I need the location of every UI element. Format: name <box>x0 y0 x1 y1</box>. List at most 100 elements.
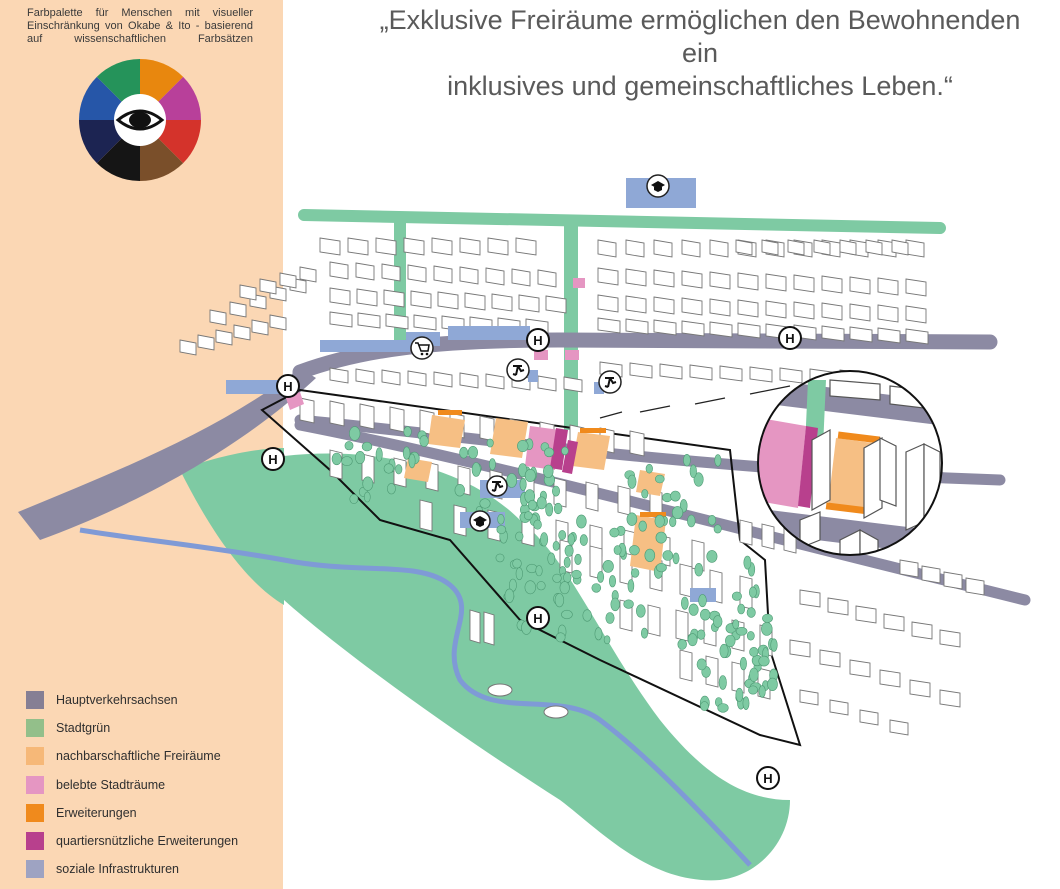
building <box>617 485 631 516</box>
tree <box>735 687 744 702</box>
tree <box>561 609 573 620</box>
tree <box>719 643 729 659</box>
building <box>329 287 351 306</box>
tree <box>670 490 681 502</box>
tree <box>613 545 622 555</box>
tree <box>579 534 588 546</box>
tree <box>640 627 648 639</box>
tree <box>558 530 567 541</box>
building <box>407 370 427 387</box>
tree <box>742 696 750 711</box>
building <box>229 301 247 318</box>
building <box>877 327 901 344</box>
color-wheel <box>79 59 201 181</box>
bus-stop-marker <box>778 326 802 350</box>
tree <box>749 586 757 598</box>
building <box>625 239 645 258</box>
building <box>625 268 647 287</box>
building <box>485 373 505 390</box>
tree <box>605 612 615 624</box>
building <box>329 367 349 384</box>
building <box>883 613 905 632</box>
building <box>518 294 540 313</box>
tree <box>743 555 752 570</box>
building <box>407 264 427 283</box>
building <box>329 311 353 328</box>
tree <box>479 498 491 509</box>
building <box>827 597 849 616</box>
legend-label: nachbarschaftliche Freiräume <box>56 749 221 764</box>
tree <box>518 463 528 478</box>
eye-icon <box>114 94 166 146</box>
legend-item-erweiterungen: Erweiterungen <box>26 799 276 827</box>
bus-stop-label: H <box>268 452 277 467</box>
building <box>799 689 819 706</box>
building <box>709 321 733 338</box>
building <box>813 239 831 256</box>
erweiterung-area <box>640 512 666 517</box>
building <box>469 609 481 644</box>
building <box>563 376 583 393</box>
tree <box>552 573 562 583</box>
boat <box>543 705 569 719</box>
tree <box>597 571 605 583</box>
palette-note-line-3: auf wissenschaftlichen Farbsätzen <box>27 33 253 45</box>
tree <box>688 603 699 616</box>
building <box>821 275 843 294</box>
palette-note: Farbpalette für Menschen mit visueller E… <box>27 7 253 46</box>
building <box>487 237 509 256</box>
building <box>849 276 871 295</box>
tree <box>623 599 634 609</box>
tree <box>543 464 554 478</box>
freiraum-area <box>572 432 610 470</box>
building <box>403 237 425 256</box>
quartier-areas <box>550 428 578 474</box>
tree <box>535 565 543 577</box>
tree <box>551 485 560 497</box>
building <box>849 303 871 322</box>
tree <box>375 447 383 462</box>
bus-stop-marker <box>276 374 300 398</box>
tree <box>341 456 353 466</box>
green-corridor-north <box>298 209 946 234</box>
bus-stop-label: H <box>283 379 292 394</box>
building <box>849 326 873 343</box>
tree <box>552 541 560 551</box>
building <box>515 237 537 256</box>
tree <box>523 511 533 521</box>
building <box>511 268 531 287</box>
tree <box>644 548 656 563</box>
tree <box>349 426 361 441</box>
building <box>681 270 703 289</box>
legend-label: quartiersnützliche Erweiterungen <box>56 834 239 849</box>
building <box>413 314 437 331</box>
building <box>737 299 759 318</box>
building <box>259 278 277 295</box>
building <box>179 339 197 356</box>
building <box>356 288 378 307</box>
legend-label: belebte Stadträume <box>56 777 166 792</box>
building <box>419 499 433 532</box>
tree <box>515 531 524 542</box>
building <box>647 604 661 637</box>
tree <box>536 581 546 591</box>
building <box>479 415 495 442</box>
sozial-area <box>594 382 604 394</box>
building <box>383 289 405 308</box>
building <box>464 292 486 311</box>
tree <box>699 608 711 621</box>
tree <box>544 447 555 458</box>
building <box>911 621 933 640</box>
graduation-cap-icon <box>469 510 491 532</box>
building <box>459 372 479 389</box>
tree <box>714 454 722 467</box>
building <box>410 290 432 309</box>
building <box>355 262 375 281</box>
main-road-west <box>18 368 316 540</box>
building <box>251 319 269 336</box>
legend-swatch <box>26 747 44 766</box>
legend-swatch <box>26 803 44 822</box>
building <box>877 277 899 296</box>
building <box>681 297 703 316</box>
building <box>681 320 705 337</box>
